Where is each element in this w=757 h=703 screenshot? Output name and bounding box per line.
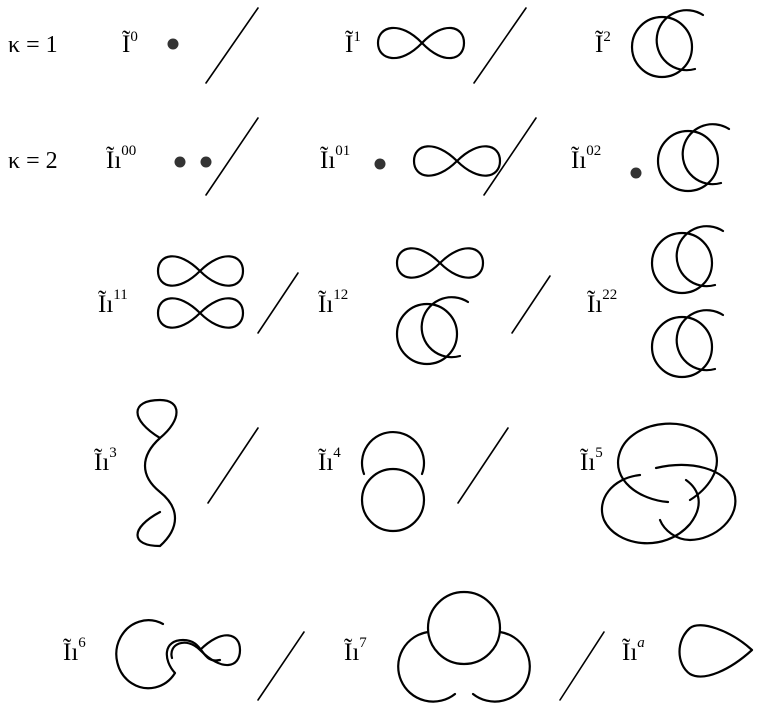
chain-circle-top [426,590,502,666]
figure-eight-curve [412,145,502,177]
label-II5: Ĩı5 [580,445,603,476]
separator-slash [257,272,299,334]
figure-eight-curve-top [156,255,245,287]
label-I2: Ĩ2 [595,29,611,58]
kappa-1-label: κ = 1 [8,32,58,58]
point-dot [630,167,642,179]
separator-slash [457,427,509,504]
kappa-2-label: κ = 2 [8,148,58,174]
label-II12: Ĩı12 [318,287,348,318]
loop-curl-curve [115,619,222,690]
separator-slash [559,631,605,701]
separator-slash [483,117,537,196]
label-II4: Ĩı4 [318,445,341,476]
link-circle-right [420,296,470,359]
label-II02: Ĩı02 [571,143,601,174]
label-II00: Ĩı00 [106,143,136,174]
link-circle-top-right [675,225,725,288]
figure-eight-curve [376,26,466,60]
label-II11: Ĩı11 [98,287,128,318]
label-II22: Ĩı22 [587,287,617,318]
point-dot [167,38,179,50]
link-circle-right [681,123,731,186]
separator-slash [207,427,259,504]
point-dot [200,156,212,168]
separator-slash [257,631,305,701]
separator-slash [473,7,527,84]
link-circle-bottom-left [650,315,714,379]
link-circle-left [395,302,459,366]
chain-circle-right [471,630,531,703]
label-II7: Ĩı7 [344,635,367,666]
point-dot [374,158,386,170]
link-circle-top [360,430,426,476]
trefoil-upper-arc [617,422,718,504]
chain-circle-left [397,630,457,703]
figure-eight-curve-bottom [156,297,245,329]
trefoil-right-arc [654,464,737,542]
link-circle-left [630,15,694,79]
double-twist-curve [136,398,178,548]
label-II3: Ĩı3 [94,445,117,476]
trefoil-left-arc [600,473,700,545]
figure-eight-curve [170,634,242,667]
link-circle-right [655,9,705,72]
label-I1: Ĩ1 [345,29,361,58]
link-circle-bottom-right [675,309,725,372]
label-II6: Ĩı6 [63,635,86,666]
separator-slash [205,117,259,196]
cusp-curve [678,624,754,678]
link-circle-top-left [650,231,714,295]
point-dot [174,156,186,168]
label-I0: Ĩ0 [122,29,138,58]
separator-slash [511,275,551,334]
label-II01: Ĩı01 [320,143,350,174]
label-IIa: Ĩıa [622,635,645,666]
figure-eight-curve [395,247,485,279]
separator-slash [205,7,259,84]
link-circle-bottom [360,467,426,533]
link-circle-left [656,129,720,193]
